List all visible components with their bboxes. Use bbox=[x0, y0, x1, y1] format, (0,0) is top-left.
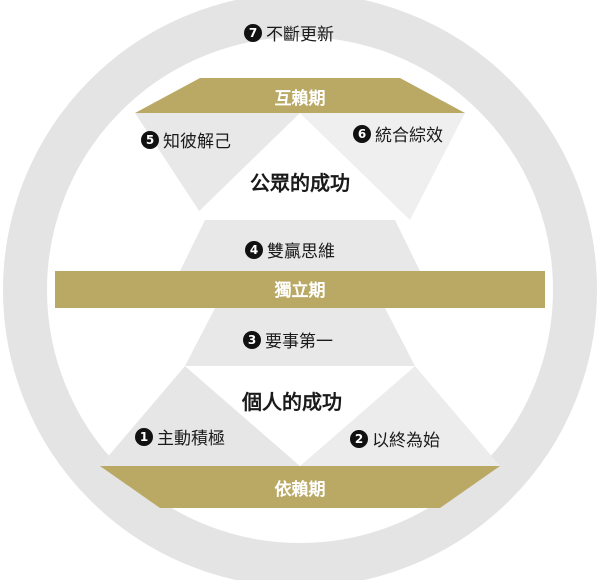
habit-1-label: 主動積極 bbox=[157, 429, 225, 449]
habit-6: 6 統合綜效 bbox=[353, 125, 443, 146]
habit-6-badge bbox=[353, 125, 371, 143]
habit-7: 7 不斷更新 bbox=[244, 24, 334, 45]
habit-7-label: 不斷更新 bbox=[266, 25, 334, 45]
lower-center-triangle bbox=[185, 366, 415, 466]
habit-5-badge bbox=[141, 131, 159, 149]
habit-2: 2 以終為始 bbox=[350, 430, 440, 451]
habit-3-label: 要事第一 bbox=[265, 332, 333, 352]
habit-1-badge bbox=[135, 428, 153, 446]
habit-7-number: 7 bbox=[249, 26, 257, 40]
habit-5-number: 5 bbox=[146, 133, 154, 147]
habit-6-number: 6 bbox=[358, 127, 366, 141]
bottom-band-label: 依賴期 bbox=[275, 479, 326, 500]
top-band-label: 互賴期 bbox=[275, 88, 326, 109]
habit-4-badge bbox=[245, 241, 263, 259]
public-victory-label: 公眾的成功 bbox=[250, 171, 350, 195]
upper-right-shade bbox=[300, 113, 465, 220]
habit-3: 3 要事第一 bbox=[243, 331, 333, 352]
middle-band bbox=[55, 271, 545, 308]
habit-2-badge bbox=[350, 430, 368, 448]
lower-right-triangle bbox=[300, 366, 500, 466]
habit-3-number: 3 bbox=[248, 333, 256, 347]
lower-top-trapezoid bbox=[185, 308, 415, 366]
habit-1-number: 1 bbox=[140, 430, 148, 444]
habit-3-badge bbox=[243, 331, 261, 349]
bottom-band bbox=[100, 466, 500, 508]
habit-7-badge bbox=[244, 24, 262, 42]
habit-4: 4 雙贏思維 bbox=[245, 241, 335, 262]
habit-6-label: 統合綜效 bbox=[375, 126, 443, 146]
habit-2-number: 2 bbox=[355, 432, 363, 446]
habit-2-label: 以終為始 bbox=[372, 431, 440, 451]
middle-band-label: 獨立期 bbox=[274, 280, 326, 301]
upper-center-triangle bbox=[190, 113, 410, 220]
private-victory-label: 個人的成功 bbox=[241, 390, 342, 414]
habit-5: 5 知彼解己 bbox=[141, 131, 231, 152]
habit-4-label: 雙贏思維 bbox=[267, 242, 335, 262]
habit-1: 1 主動積極 bbox=[135, 428, 225, 449]
top-band bbox=[135, 78, 465, 113]
outer-ring bbox=[3, 0, 597, 580]
habit-4-number: 4 bbox=[250, 243, 258, 257]
habit-5-label: 知彼解己 bbox=[163, 132, 231, 152]
